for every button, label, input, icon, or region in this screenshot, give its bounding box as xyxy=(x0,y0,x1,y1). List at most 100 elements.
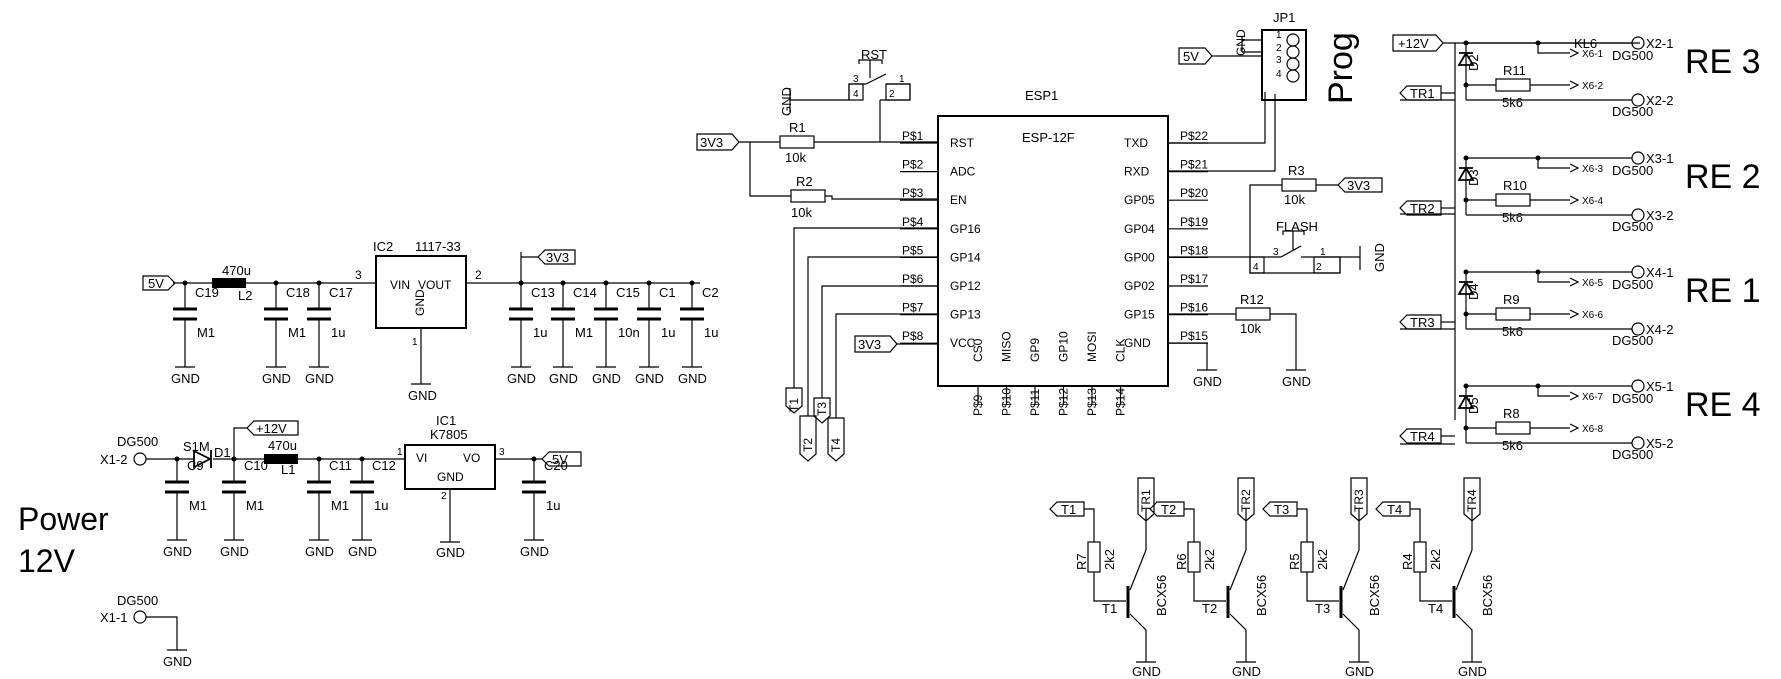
driver-input-flag-1: T1 xyxy=(1061,502,1076,517)
relay-term-a-3: X4-1 xyxy=(1646,265,1673,280)
cap-c15-value: 10n xyxy=(618,325,640,340)
flag-3v3-vcc xyxy=(854,335,898,353)
driver-resistor-value-3: 2k2 xyxy=(1315,549,1330,570)
ic2-pin2: 2 xyxy=(475,268,482,282)
cap-c20-gnd: GND xyxy=(520,544,549,559)
esp-pin-bottom-4: P$13 xyxy=(1085,388,1099,416)
relay-flag-1: TR1 xyxy=(1410,86,1435,101)
relay-x6b-1: X6-2 xyxy=(1582,81,1604,92)
resistor-r3 xyxy=(1281,178,1317,192)
driver-input-flag-4: T4 xyxy=(1387,502,1402,517)
gnd-x1-1: GND xyxy=(163,654,192,669)
ic1-gnd: GND xyxy=(437,470,464,484)
esp-name-left-1: ADC xyxy=(950,165,976,179)
driver-gnd-2: GND xyxy=(1232,664,1261,679)
net-flags: 5V 3V3 5V +12V 3V3 3V3 3V3 5V +12V xyxy=(142,34,1444,467)
flag-t3-esp xyxy=(813,397,831,424)
driver-resistor-value-2: 2k2 xyxy=(1202,549,1217,570)
jp1-pin4: 4 xyxy=(1276,69,1282,80)
esp-pin-right-2: P$20 xyxy=(1180,186,1208,200)
relay-dg-a-1: DG500 xyxy=(1612,48,1653,63)
cap-c18-gnd: GND xyxy=(262,371,291,386)
relay-term-b-2: X3-2 xyxy=(1646,208,1673,223)
power-input-section: Power 12V DG500 X1-2 DG500 X1-1 GND S1M … xyxy=(18,413,568,669)
flag-5v-jp1 xyxy=(1178,47,1213,65)
rst-pin3: 3 xyxy=(853,74,859,85)
gnd-esp: GND xyxy=(1193,374,1222,389)
esp-pin-left-5: P$6 xyxy=(902,272,924,286)
esp-name-bottom-4: MOSI xyxy=(1085,331,1099,362)
relay-resistor-label-2: R10 xyxy=(1503,178,1527,193)
kl6-label: KL6 xyxy=(1574,36,1597,51)
ic1-vi: VI xyxy=(416,451,427,465)
relay-title-1: RE 3 xyxy=(1685,43,1761,81)
cap-c15-label: C15 xyxy=(616,285,640,300)
cap-c11-label: C11 xyxy=(329,458,352,473)
cap-c10-gnd: GND xyxy=(220,544,249,559)
cap-c2-label: C2 xyxy=(702,285,719,300)
flag-3v3-vcc-text: 3V3 xyxy=(858,337,881,352)
ic2-vin: VIN xyxy=(390,278,410,292)
resistor-r12 xyxy=(1235,307,1271,321)
flag-t1-esp-text: T1 xyxy=(787,398,801,412)
jp1-pin1: 1 xyxy=(1276,30,1282,41)
esp-pin-left-2: P$3 xyxy=(902,186,924,200)
relay-resistor-label-3: R9 xyxy=(1503,292,1520,307)
ic2-label: IC2 xyxy=(373,239,393,254)
gnd-ic1: GND xyxy=(436,545,465,560)
cap-c20-label: C20 xyxy=(544,458,568,473)
flag-t4-esp-text: T4 xyxy=(829,438,843,452)
driver-output-flag-2: TR2 xyxy=(1239,489,1253,512)
relay-x6a-1: X6-1 xyxy=(1582,49,1604,60)
r12-value: 10k xyxy=(1240,321,1261,336)
relay-dg-b-2: DG500 xyxy=(1612,219,1653,234)
esp-pin-right-5: P$17 xyxy=(1180,272,1208,286)
d1-label: D1 xyxy=(214,445,231,460)
cap-c2-value: 1u xyxy=(704,325,718,340)
relay-flag-2: TR2 xyxy=(1410,201,1435,216)
driver-resistor-label-1: R7 xyxy=(1074,553,1089,570)
cap-c13-label: C13 xyxy=(531,285,555,300)
gnd-ic2: GND xyxy=(408,388,437,403)
driver-transistor-value-3: BCX56 xyxy=(1367,575,1382,616)
esp-name-left-2: EN xyxy=(950,193,967,207)
rst-pin4: 4 xyxy=(853,89,859,100)
flag-3v3-esp xyxy=(696,133,740,151)
driver-resistor-label-3: R5 xyxy=(1287,553,1302,570)
relay-dg-a-2: DG500 xyxy=(1612,163,1653,178)
esp-name-right-6: GP15 xyxy=(1124,308,1155,322)
jp1-pins xyxy=(1286,33,1300,83)
relay-diode-4: D5 xyxy=(1466,397,1481,414)
gnd-r12: GND xyxy=(1282,374,1311,389)
relay-x6b-4: X6-8 xyxy=(1582,424,1604,435)
esp-name-bottom-0: CS0 xyxy=(971,338,985,362)
relay-diode-2: D3 xyxy=(1466,169,1481,186)
driver-resistor-value-1: 2k2 xyxy=(1102,549,1117,570)
esp-pin-right-7: P$15 xyxy=(1180,329,1208,343)
jp1-pin2: 2 xyxy=(1276,43,1282,54)
driver-gnd-1: GND xyxy=(1132,664,1161,679)
cap-c10-value: M1 xyxy=(246,498,264,513)
esp-pin-bottom-5: P$14 xyxy=(1114,388,1128,416)
esp-pin-right-6: P$16 xyxy=(1180,301,1208,315)
inductor-l2 xyxy=(212,278,246,288)
esp-name-bottom-1: MISO xyxy=(1000,331,1014,362)
x1-2-label: X1-2 xyxy=(100,452,127,467)
esp-name-right-0: TXD xyxy=(1124,136,1148,150)
esp-value: ESP-12F xyxy=(1022,130,1075,145)
flash-section: R3 10k FLASH 3 4 1 2 GND R12 10k GND GND xyxy=(1168,163,1387,389)
driver-resistor-label-2: R6 xyxy=(1174,553,1189,570)
cap-c15-gnd: GND xyxy=(592,371,621,386)
jp1-header: JP1 Prog GND 1 2 3 4 xyxy=(1168,10,1360,172)
